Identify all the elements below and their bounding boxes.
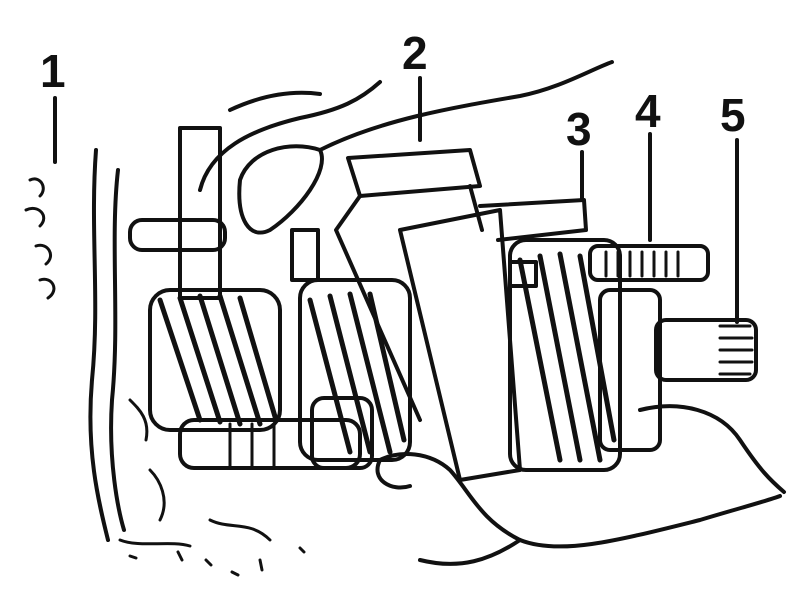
debris <box>128 546 306 577</box>
callout-3: 3 <box>566 103 592 155</box>
callout-4: 4 <box>635 85 661 137</box>
leader-lines <box>53 76 739 324</box>
hand-bottom <box>375 404 786 566</box>
shift-fork-2 <box>334 148 484 422</box>
gear-cluster-right <box>508 238 662 472</box>
gear-cluster-left <box>148 288 282 432</box>
input-shaft <box>178 396 374 470</box>
output-shaft-4 <box>588 244 710 282</box>
hand-top <box>198 60 614 235</box>
callout-1: 1 <box>40 45 66 97</box>
output-shaft-5 <box>654 318 758 382</box>
gear-cluster-mid <box>298 278 412 462</box>
gearbox-casing <box>24 148 272 548</box>
callout-5: 5 <box>720 89 746 141</box>
callout-2: 2 <box>402 27 428 79</box>
